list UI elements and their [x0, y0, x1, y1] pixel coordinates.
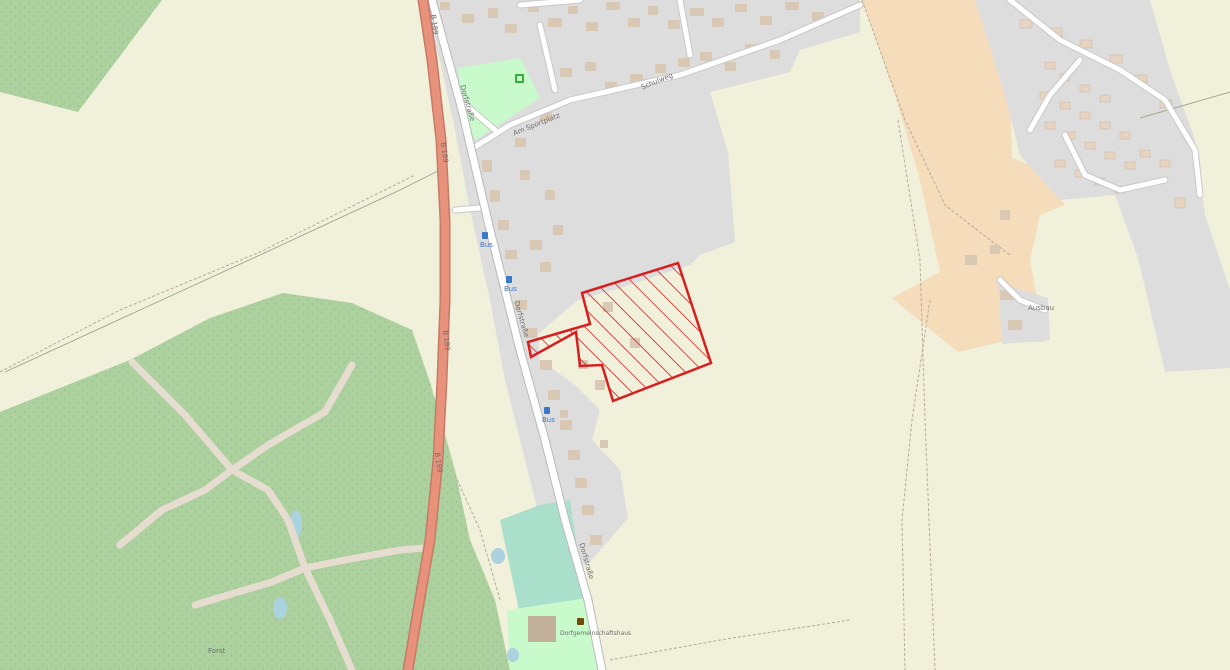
pond-2 [273, 597, 287, 619]
bus-stop-icon[interactable] [544, 407, 550, 414]
minor-roads [451, 0, 1204, 314]
community-building [528, 616, 556, 642]
forest-area-north [0, 0, 162, 112]
village-street[interactable] [428, 0, 606, 670]
site-boundary[interactable] [526, 261, 713, 403]
buildings [440, 2, 1022, 545]
pond-4 [507, 648, 519, 662]
forest-tracks [116, 358, 429, 670]
federal-road[interactable] [404, 0, 449, 670]
boundary-tick-east [1139, 91, 1230, 119]
farmyard-area [862, 0, 1065, 352]
pond-3 [491, 548, 505, 564]
administrative-boundary [4, 169, 441, 373]
bus-stop-icon[interactable] [506, 276, 512, 283]
bus-stop-icon[interactable] [482, 232, 488, 239]
community-centre-icon[interactable] [577, 618, 584, 625]
playground-icon[interactable] [515, 74, 524, 83]
residential-area-north [420, 0, 860, 570]
